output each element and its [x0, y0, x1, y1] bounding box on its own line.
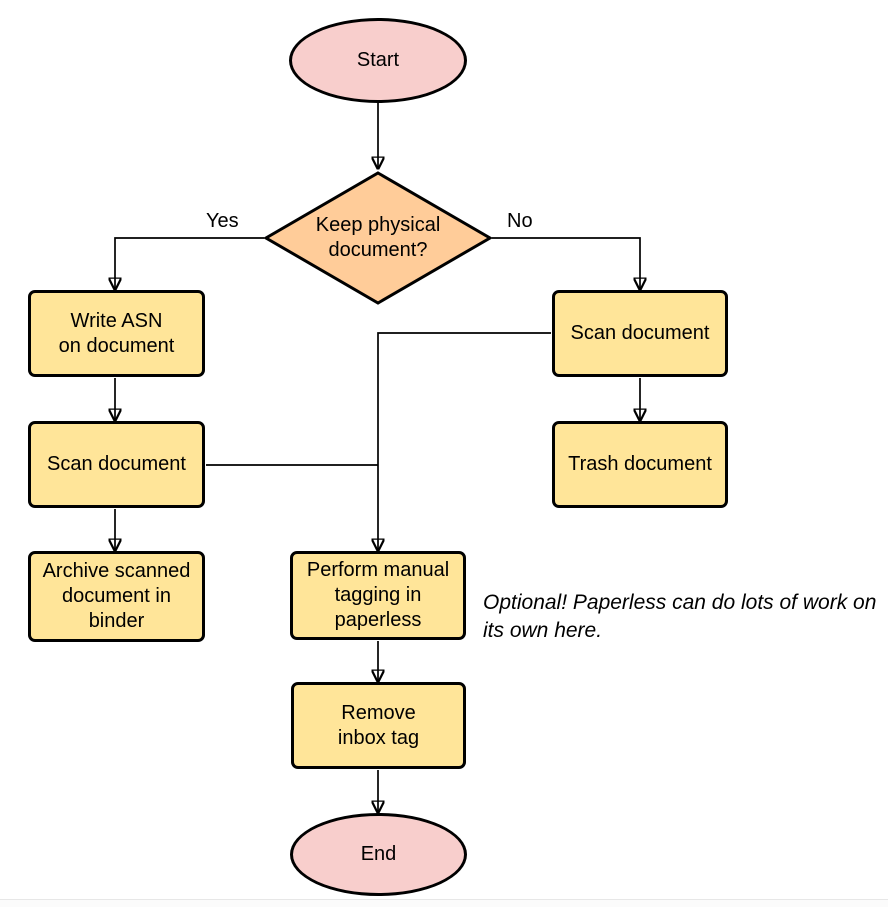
node-trash-document: Trash document	[552, 421, 728, 508]
node-scan-document-left-label: Scan document	[47, 453, 186, 475]
node-decision-keep-physical-document: Keep physical document?	[263, 170, 493, 306]
edge-label-no: No	[507, 210, 533, 232]
node-decision-label: Keep physical document?	[315, 214, 441, 261]
diamond-shape	[263, 171, 493, 305]
node-end-label: End	[360, 843, 397, 865]
edge-decision-no-to-scan-right	[492, 237, 640, 288]
node-write-asn: Write ASN on document	[28, 290, 205, 377]
node-archive-scanned-document: Archive scanned document in binder	[28, 551, 205, 642]
edge-label-yes: Yes	[206, 210, 239, 232]
node-tagging-label: Perform manual tagging in paperless	[306, 559, 450, 631]
node-perform-manual-tagging: Perform manual tagging in paperless	[290, 551, 466, 640]
node-end: End	[290, 813, 467, 896]
edge-decision-yes-to-write-asn	[115, 237, 264, 288]
node-archive-label: Archive scanned document in binder	[42, 560, 191, 632]
annotation-optional-paperless: Optional! Paperless can do lots of work …	[483, 591, 877, 642]
node-remove-inbox-tag: Remove inbox tag	[291, 682, 466, 769]
node-scan-document-right-label: Scan document	[570, 322, 710, 344]
node-trash-document-label: Trash document	[568, 453, 712, 475]
edge-scan-right-to-tagging	[378, 332, 551, 549]
node-start: Start	[289, 18, 467, 103]
node-remove-inbox-label: Remove inbox tag	[337, 701, 420, 749]
node-scan-document-right: Scan document	[552, 290, 728, 377]
node-scan-document-left: Scan document	[28, 421, 205, 508]
page-bottom-edge	[0, 899, 888, 907]
node-start-label: Start	[356, 49, 400, 71]
node-write-asn-label: Write ASN on document	[58, 309, 175, 357]
